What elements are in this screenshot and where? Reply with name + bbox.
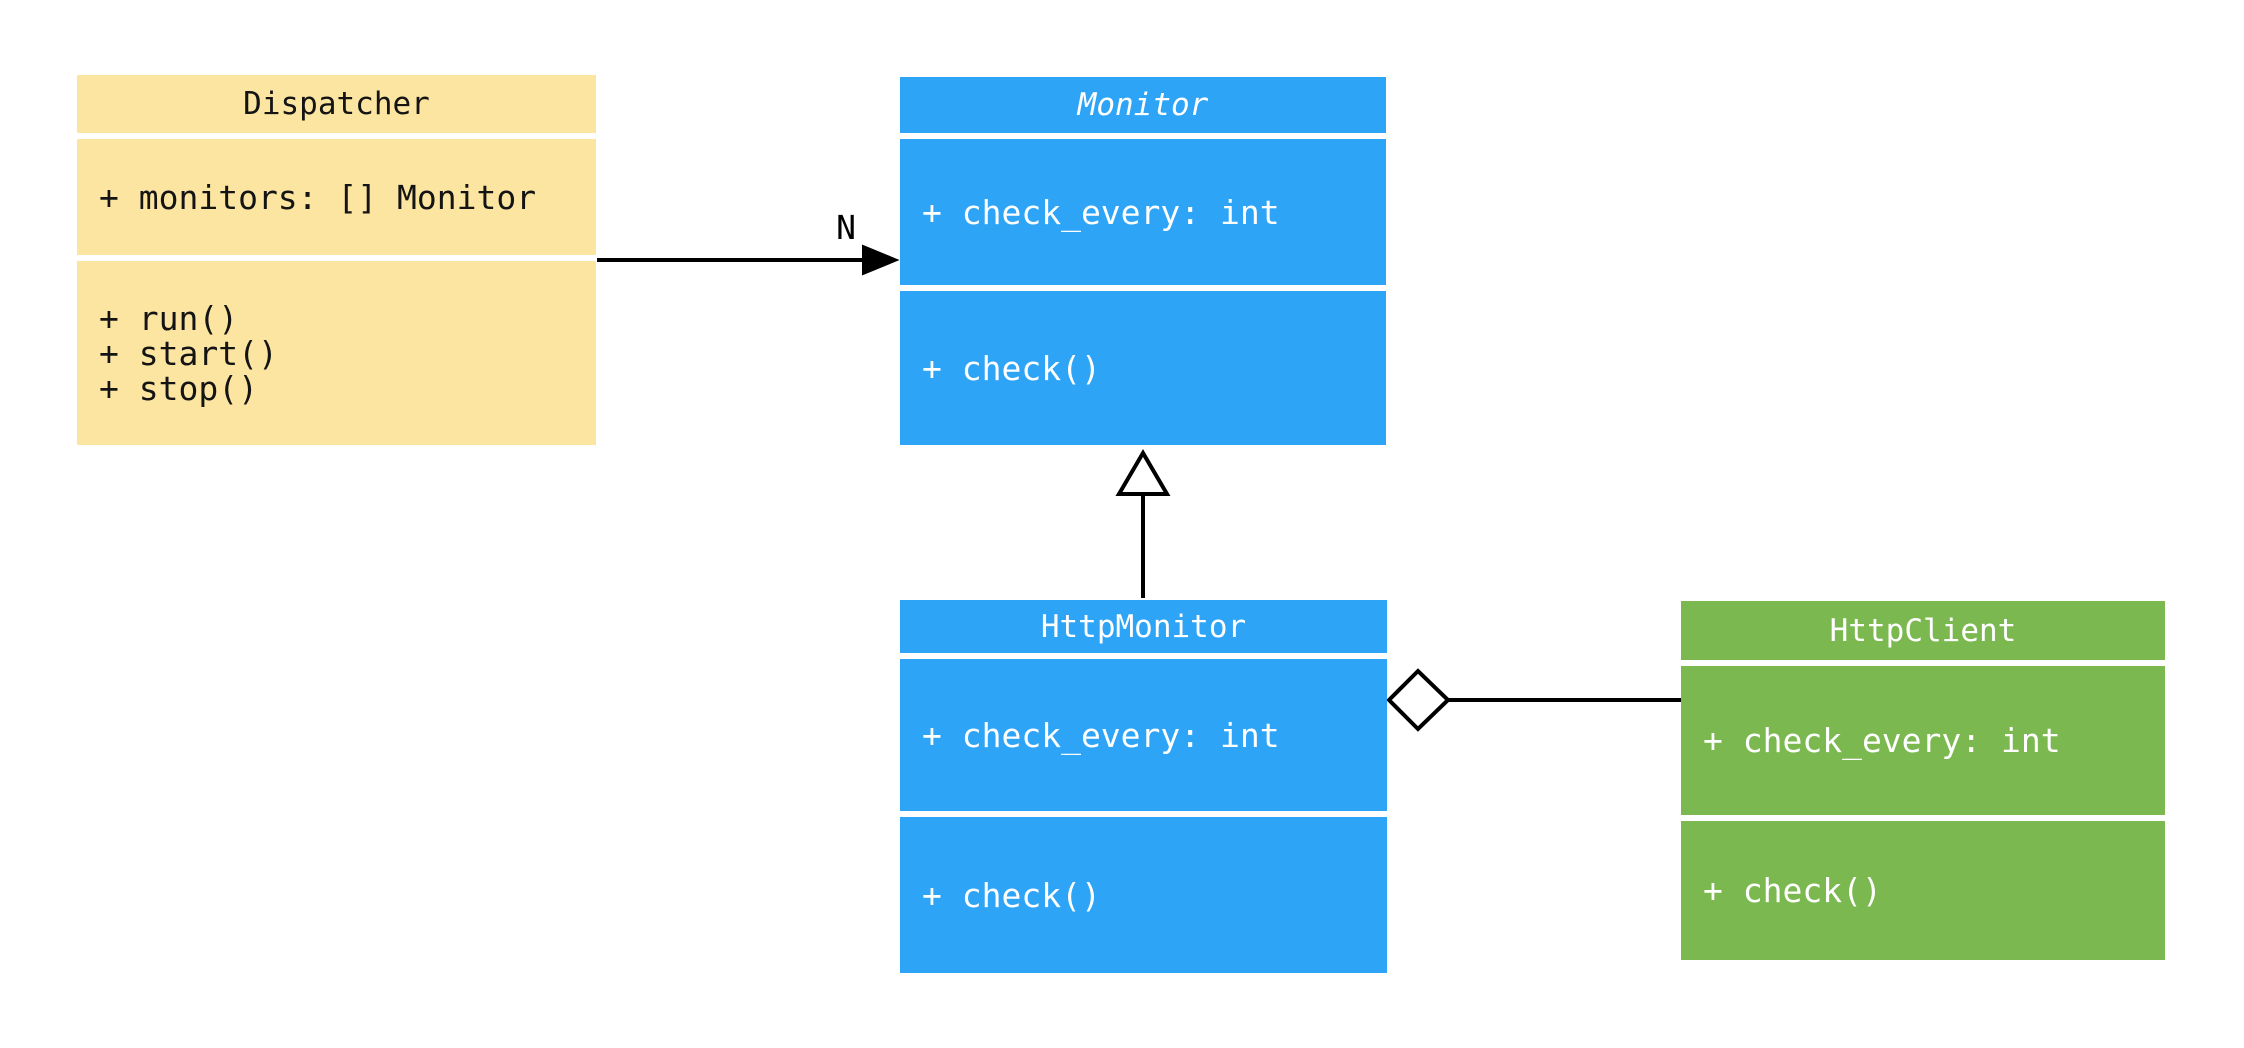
operation-item: + start() [99, 333, 278, 373]
filled-arrowhead-icon [862, 244, 900, 276]
hollow-diamond-icon [1386, 668, 1451, 732]
association-edge-dispatcher-monitor [597, 244, 900, 276]
operation-item: + check() [1703, 871, 1882, 910]
operations-compartment: + run() + start() + stop() [77, 261, 596, 445]
class-box-dispatcher: Dispatcher + monitors: [] Monitor + run(… [77, 75, 596, 445]
class-box-monitor: Monitor + check_every: int + check() [900, 77, 1386, 445]
operation-item: + stop() [99, 368, 258, 408]
operations-compartment: + check() [1681, 821, 2165, 960]
operations-compartment: + check() [900, 291, 1386, 445]
class-title: Dispatcher [77, 75, 596, 133]
aggregation-edge-httpmonitor-httpclient [1386, 668, 1681, 732]
class-title: HttpMonitor [900, 600, 1387, 653]
operations-compartment: + check() [900, 817, 1387, 973]
class-box-httpmonitor: HttpMonitor + check_every: int + check() [900, 600, 1387, 973]
attribute-item: + check_every: int [922, 192, 1280, 232]
class-title: Monitor [900, 77, 1386, 133]
attributes-compartment: + check_every: int [900, 139, 1386, 285]
attributes-compartment: + monitors: [] Monitor [77, 139, 596, 255]
hollow-triangle-icon [1115, 449, 1171, 496]
attributes-compartment: + check_every: int [1681, 666, 2165, 815]
multiplicity-label: N [836, 208, 856, 247]
operation-item: + check() [922, 348, 1101, 388]
class-title: HttpClient [1681, 601, 2165, 660]
operation-item: + check() [922, 875, 1101, 915]
class-box-httpclient: HttpClient + check_every: int + check() [1681, 601, 2165, 960]
attribute-item: + monitors: [] Monitor [99, 177, 537, 217]
operation-item: + run() [99, 298, 239, 338]
attribute-item: + check_every: int [922, 715, 1280, 755]
attributes-compartment: + check_every: int [900, 659, 1387, 811]
attribute-item: + check_every: int [1703, 721, 2061, 760]
inheritance-edge-httpmonitor-monitor [1115, 449, 1171, 598]
